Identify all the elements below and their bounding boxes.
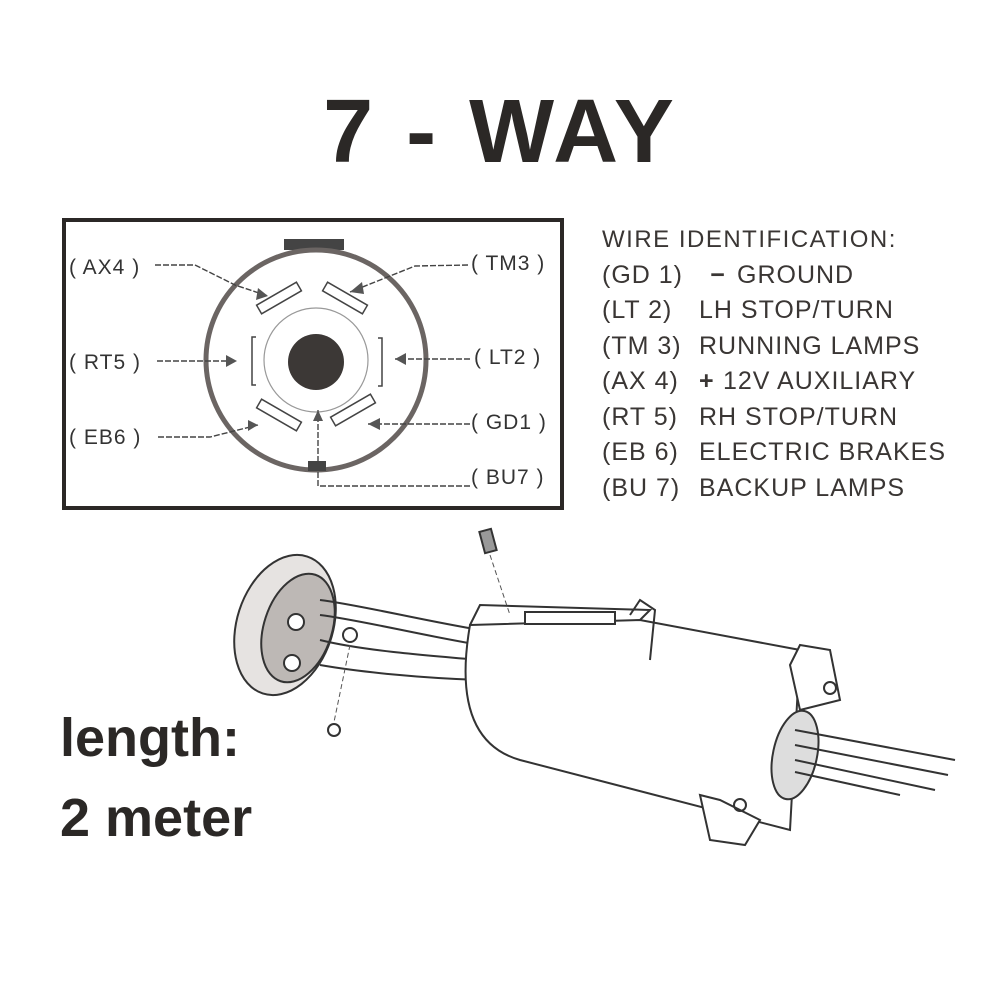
wire-row-lt2: (LT 2) LH STOP/TURN (602, 293, 946, 329)
pin-label-ax4: ( AX4 ) (69, 256, 141, 279)
pin-label-gd1: ( GD1 ) (471, 411, 547, 434)
wire-desc: LH STOP/TURN (699, 296, 894, 324)
wire-identification-header: WIRE IDENTIFICATION: (602, 226, 897, 253)
minus-icon: − (710, 260, 726, 289)
plus-icon: + (699, 367, 715, 395)
pin-label-eb6: ( EB6 ) (69, 426, 142, 449)
pin-label-lt2: ( LT2 ) (474, 346, 542, 369)
wire-row-gd1: (GD 1) − GROUND (602, 258, 946, 294)
cable-length: length: 2 meter (60, 698, 252, 858)
wire-identification-legend: WIRE IDENTIFICATION: (GD 1) − GROUND (LT… (602, 222, 946, 506)
wire-code: (LT 2) (602, 296, 673, 324)
wire-row-rt5: (RT 5) RH STOP/TURN (602, 400, 946, 436)
wire-row-tm3: (TM 3) RUNNING LAMPS (602, 329, 946, 365)
wire-code: (GD 1) (602, 260, 683, 289)
pin-label-rt5: ( RT5 ) (69, 351, 141, 374)
wire-row-bu7: (BU 7) BACKUP LAMPS (602, 471, 946, 507)
wire-code: (BU 7) (602, 473, 681, 502)
wire-code: (RT 5) (602, 402, 678, 431)
wire-desc: ELECTRIC BRAKES (699, 438, 947, 466)
wire-code: (EB 6) (602, 438, 679, 466)
length-label: length: (60, 708, 240, 768)
page-title: 7 - WAY (323, 82, 678, 182)
wire-row-ax4: (AX 4) + 12V AUXILIARY (602, 364, 946, 400)
wire-desc: GROUND (737, 260, 855, 289)
wire-desc: BACKUP LAMPS (699, 473, 906, 502)
wire-row-eb6: (EB 6) ELECTRIC BRAKES (602, 435, 946, 471)
pin-label-bu7: ( BU7 ) (471, 466, 545, 489)
wire-code: (TM 3) (602, 331, 682, 360)
wire-desc: 12V AUXILIARY (723, 367, 917, 395)
wire-desc: RH STOP/TURN (699, 402, 899, 431)
wire-desc: RUNNING LAMPS (699, 331, 921, 360)
wire-code: (AX 4) (602, 367, 679, 395)
pin-label-tm3: ( TM3 ) (471, 252, 546, 275)
length-value: 2 meter (60, 788, 253, 848)
